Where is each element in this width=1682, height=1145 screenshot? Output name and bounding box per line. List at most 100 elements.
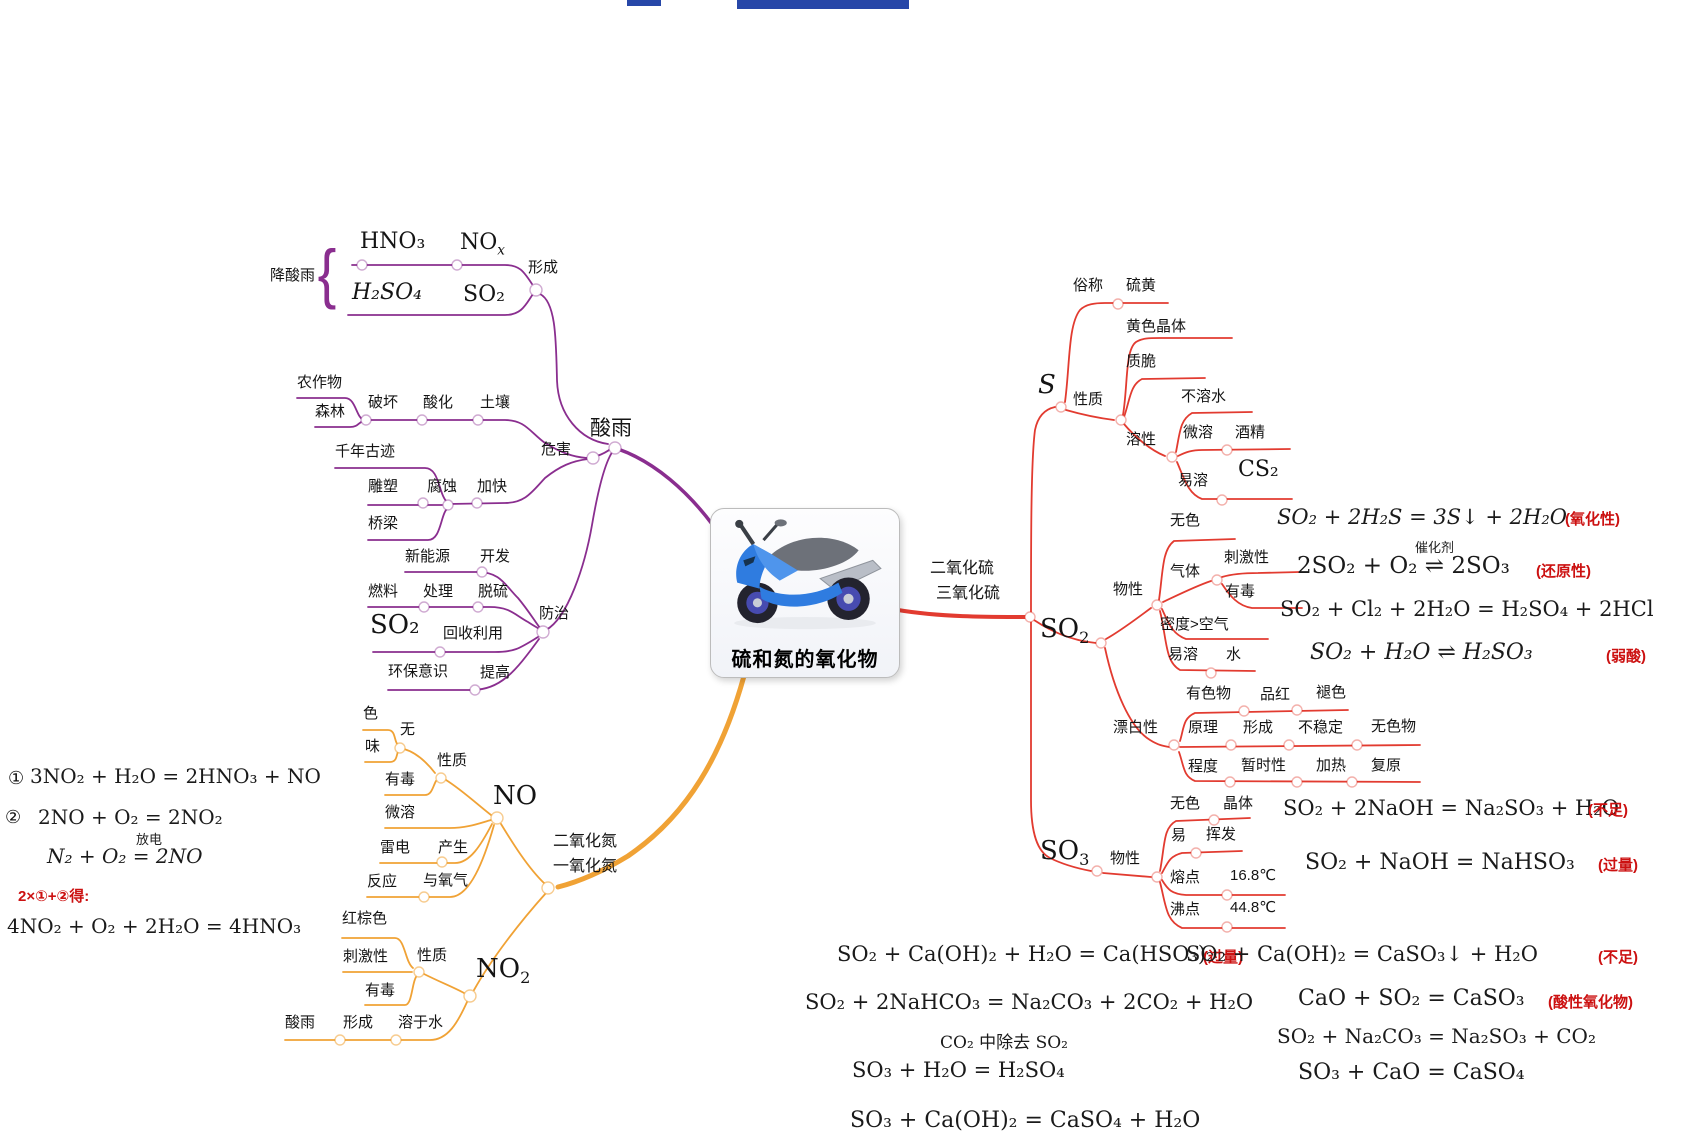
node-bleaching[interactable]: 漂白性 xyxy=(1113,719,1159,736)
node-harm[interactable]: 危害 xyxy=(541,441,572,458)
formula-so2-formation[interactable]: SO₂ xyxy=(463,282,505,307)
node-lightning[interactable]: 雷电 xyxy=(380,839,411,856)
node-eco-awareness[interactable]: 环保意识 xyxy=(388,663,449,680)
node-crops[interactable]: 农作物 xyxy=(297,374,343,391)
node-bleach-form[interactable]: 形成 xyxy=(1243,719,1274,736)
node-colored-matter[interactable]: 有色物 xyxy=(1186,685,1232,702)
node-speed-up[interactable]: 加快 xyxy=(477,478,508,495)
node-sculpture[interactable]: 雕塑 xyxy=(368,478,399,495)
node-so2-prevention[interactable]: SO₂ xyxy=(370,610,420,640)
node-fuel[interactable]: 燃料 xyxy=(368,583,399,600)
node-temporary[interactable]: 暂时性 xyxy=(1241,757,1287,774)
node-no-property[interactable]: 性质 xyxy=(437,752,468,769)
equation-n2-o2: N₂ + O₂ = 2NO xyxy=(47,844,203,868)
node-easily-soluble[interactable]: 易溶 xyxy=(1178,472,1209,489)
node-reaction[interactable]: 反应 xyxy=(367,873,398,890)
node-boiling-point[interactable]: 沸点 xyxy=(1170,901,1201,918)
formula-h2so4[interactable]: H₂SO₄ xyxy=(352,280,422,305)
node-no2[interactable]: NO2 xyxy=(476,954,531,988)
node-so2-branch-line2[interactable]: 三氧化硫 xyxy=(936,585,1001,602)
node-bridge[interactable]: 桥梁 xyxy=(368,515,399,532)
node-no2-toxic[interactable]: 有毒 xyxy=(365,982,396,999)
node-destroy[interactable]: 破坏 xyxy=(368,394,399,411)
node-s[interactable]: S xyxy=(1038,370,1056,400)
node-so3[interactable]: SO3 xyxy=(1040,836,1090,870)
node-process[interactable]: 处理 xyxy=(423,583,454,600)
node-so2[interactable]: SO2 xyxy=(1040,614,1090,648)
node-fade[interactable]: 褪色 xyxy=(1316,684,1347,701)
node-produce[interactable]: 产生 xyxy=(438,839,469,856)
node-no2-irritating[interactable]: 刺激性 xyxy=(343,948,389,965)
node-develop[interactable]: 开发 xyxy=(480,548,511,565)
node-crystal[interactable]: 晶体 xyxy=(1223,795,1254,812)
note-insufficient-1: (不足) xyxy=(1588,802,1628,819)
node-alias[interactable]: 俗称 xyxy=(1073,277,1104,294)
node-so2-toxic[interactable]: 有毒 xyxy=(1225,583,1256,600)
node-water[interactable]: 水 xyxy=(1226,646,1242,663)
node-acid-rain[interactable]: 酸雨 xyxy=(590,417,632,440)
node-gas[interactable]: 气体 xyxy=(1170,563,1201,580)
node-red-brown[interactable]: 红棕色 xyxy=(342,910,388,927)
node-recycle[interactable]: 回收利用 xyxy=(443,625,504,642)
node-so2-colorless[interactable]: 无色 xyxy=(1170,512,1201,529)
node-desulfurize[interactable]: 脱硫 xyxy=(478,583,509,600)
equation-so2-cl2: SO₂ + Cl₂ + 2H₂O = H₂SO₄ + 2HCl xyxy=(1280,597,1654,621)
node-insoluble-water[interactable]: 不溶水 xyxy=(1181,388,1227,405)
node-melting-point[interactable]: 熔点 xyxy=(1170,869,1201,886)
node-no2-property[interactable]: 性质 xyxy=(417,947,448,964)
node-magenta[interactable]: 品红 xyxy=(1260,686,1291,703)
node-acid-rainfall[interactable]: 降酸雨 xyxy=(270,267,316,284)
node-s-slightly-soluble[interactable]: 微溶 xyxy=(1183,424,1214,441)
node-alcohol[interactable]: 酒精 xyxy=(1235,424,1266,441)
node-forest[interactable]: 森林 xyxy=(315,403,346,420)
node-restore[interactable]: 复原 xyxy=(1371,757,1402,774)
node-easily[interactable]: 易 xyxy=(1171,827,1187,844)
node-corrode[interactable]: 腐蚀 xyxy=(427,478,458,495)
formula-nox[interactable]: NOx xyxy=(460,230,505,259)
node-so2-irritating[interactable]: 刺激性 xyxy=(1224,549,1270,566)
node-unstable[interactable]: 不稳定 xyxy=(1298,719,1344,736)
node-yellow-crystal[interactable]: 黄色晶体 xyxy=(1126,318,1187,335)
node-so2-easily-soluble[interactable]: 易溶 xyxy=(1168,646,1199,663)
node-s-property[interactable]: 性质 xyxy=(1073,391,1104,408)
node-no[interactable]: NO xyxy=(493,781,538,811)
node-soil[interactable]: 土壤 xyxy=(480,394,511,411)
node-prevention[interactable]: 防治 xyxy=(539,605,570,622)
node-degree[interactable]: 程度 xyxy=(1188,758,1219,775)
equation-so2-h2s: SO₂ + 2H₂S = 3S↓ + 2H₂O xyxy=(1277,505,1567,529)
node-so2-physical[interactable]: 物性 xyxy=(1113,581,1144,598)
node-brittle[interactable]: 质脆 xyxy=(1126,353,1157,370)
node-sulfur-yellow[interactable]: 硫黄 xyxy=(1126,277,1157,294)
node-heat[interactable]: 加热 xyxy=(1316,757,1347,774)
node-none[interactable]: 无 xyxy=(400,721,416,738)
node-color[interactable]: 色 xyxy=(363,705,379,722)
node-no2-acid-rain[interactable]: 酸雨 xyxy=(285,1014,316,1031)
central-topic-node[interactable]: 硫和氮的氧化物 xyxy=(710,508,900,678)
node-volatile[interactable]: 挥发 xyxy=(1206,826,1237,843)
node-with-oxygen[interactable]: 与氧气 xyxy=(423,872,469,889)
node-formation[interactable]: 形成 xyxy=(528,259,559,276)
node-acidify[interactable]: 酸化 xyxy=(423,394,454,411)
nitrogen-branch-lines xyxy=(284,673,747,1041)
formula-hno3[interactable]: HNO₃ xyxy=(360,229,426,254)
node-so3-physical[interactable]: 物性 xyxy=(1110,850,1141,867)
node-new-energy[interactable]: 新能源 xyxy=(405,548,451,565)
equation-no2-water: 3NO₂ + H₂O = 2HNO₃ + NO xyxy=(30,764,321,788)
node-so2-branch-line1[interactable]: 二氧化硫 xyxy=(930,560,995,577)
node-no2-form[interactable]: 形成 xyxy=(343,1014,374,1031)
node-ancient-relics[interactable]: 千年古迹 xyxy=(335,443,396,460)
cropped-title-fragment xyxy=(627,0,661,6)
node-cs2[interactable]: CS₂ xyxy=(1238,457,1279,482)
node-dissolve-in-water[interactable]: 溶于水 xyxy=(398,1014,444,1031)
node-solubility[interactable]: 溶性 xyxy=(1126,431,1157,448)
node-no2-branch-line1[interactable]: 二氧化氮 xyxy=(553,833,618,850)
node-improve[interactable]: 提高 xyxy=(480,664,511,681)
node-density[interactable]: 密度>空气 xyxy=(1160,616,1229,633)
node-principle[interactable]: 原理 xyxy=(1188,719,1219,736)
node-no-toxic[interactable]: 有毒 xyxy=(385,771,416,788)
node-so3-colorless[interactable]: 无色 xyxy=(1170,795,1201,812)
node-no2-branch-line2[interactable]: 一氧化氮 xyxy=(553,858,618,875)
node-colorless-matter[interactable]: 无色物 xyxy=(1371,718,1417,735)
node-smell[interactable]: 味 xyxy=(365,738,381,755)
node-no-slightly-soluble[interactable]: 微溶 xyxy=(385,804,416,821)
